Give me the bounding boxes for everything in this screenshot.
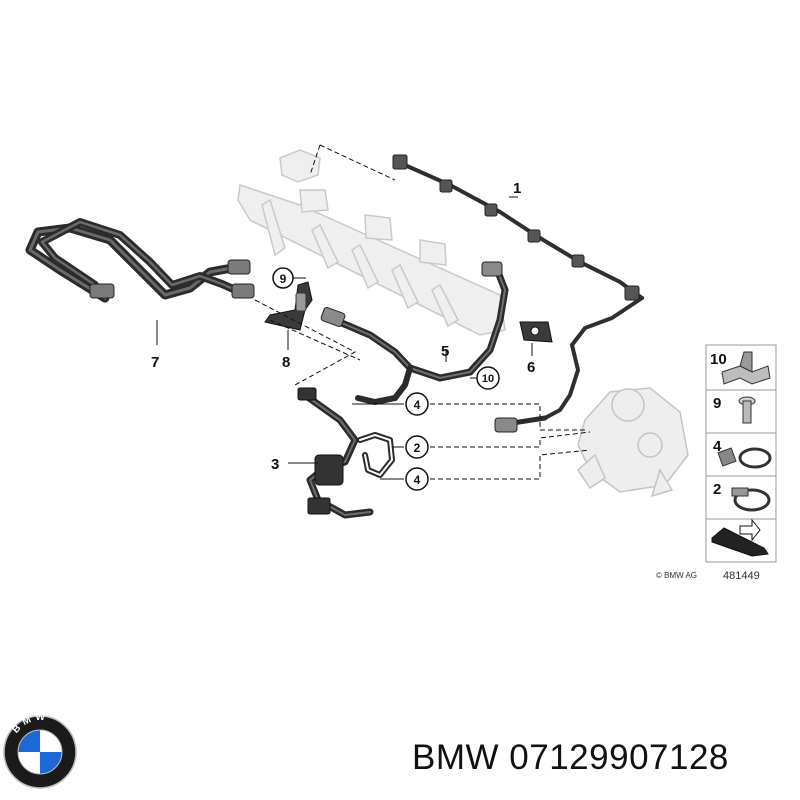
circled-callout-10: 10: [476, 366, 500, 390]
part-7-connectors: [89, 259, 255, 299]
legend-2-clamp-icon: [731, 487, 771, 512]
legend-2-label: 2: [713, 481, 721, 498]
circled-callout-4-lower: 4: [405, 467, 429, 491]
circled-callout-9: 9: [272, 267, 294, 289]
part-7-feed-hose: [25, 218, 244, 303]
callout-8: 8: [282, 354, 290, 371]
svg-text:10: 10: [482, 373, 494, 385]
svg-text:4: 4: [414, 473, 421, 487]
part-5-connectors: [320, 261, 503, 327]
dashed-lines: [254, 144, 591, 480]
callout-6: 6: [527, 359, 535, 376]
pump-ghost: [577, 387, 689, 498]
fuel-rail-ghost: [237, 149, 506, 336]
caption-part-number: 07129907128: [509, 738, 729, 777]
legend-10-label: 10: [710, 351, 727, 368]
part-6-gasket: [519, 321, 553, 343]
legend-9-bolt-icon: [738, 396, 756, 424]
legend-4-hose-clamp-icon: [717, 447, 772, 469]
part-9-bolt: [295, 292, 307, 312]
callout-3: 3: [271, 456, 279, 473]
circled-callout-4-upper: 4: [405, 392, 429, 416]
legend-panel: 10 9 4 2: [705, 344, 777, 563]
legend-gasket-icon: [711, 518, 769, 557]
circled-callout-2: 2: [405, 435, 429, 459]
legend-10-clip-icon: [721, 351, 771, 385]
part-5-return-line: [326, 268, 509, 406]
part-3-clip: [297, 387, 344, 515]
diagram-number: 481449: [723, 570, 760, 582]
legend-9-label: 9: [713, 395, 721, 412]
callout-1: 1: [513, 180, 521, 197]
bmw-logo: BMW: [3, 712, 77, 789]
caption-brand: BMW: [412, 738, 500, 777]
callout-7: 7: [151, 354, 159, 371]
svg-text:2: 2: [414, 441, 421, 455]
pressure-line: [494, 415, 548, 433]
leader-lines: [156, 196, 533, 480]
legend-4-label: 4: [713, 438, 722, 455]
svg-text:9: 9: [280, 272, 287, 286]
part-caption: BMW 07129907128: [412, 738, 729, 778]
callout-5: 5: [441, 343, 449, 360]
svg-text:4: 4: [414, 398, 421, 412]
part-1-connectors: [392, 154, 640, 301]
copyright-text: © BMW AG: [656, 571, 697, 580]
